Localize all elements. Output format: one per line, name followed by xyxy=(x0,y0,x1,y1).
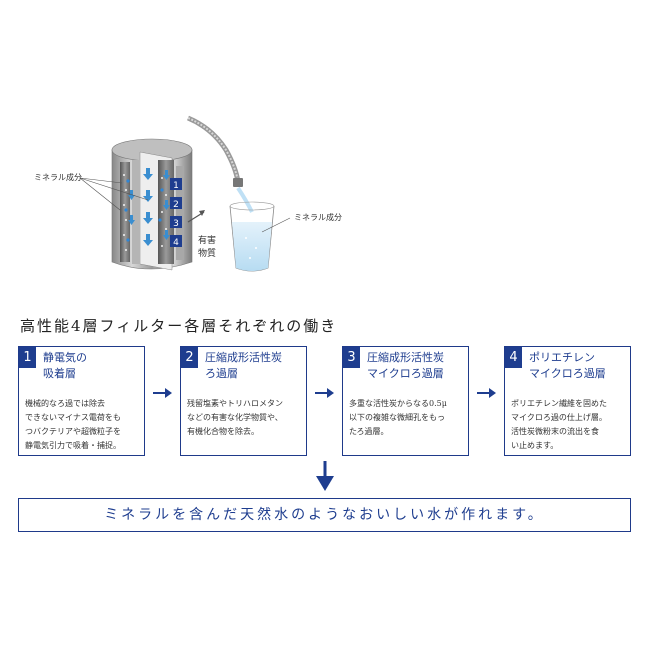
section-title: 高性能4層フィルター各層それぞれの働き xyxy=(20,317,338,335)
layer-number-markers: 1 2 3 4 xyxy=(170,178,182,248)
mineral-label-left: ミネラル成分 xyxy=(34,172,82,182)
step-heading: ポリエチレンマイクロろ過層 xyxy=(529,351,606,380)
layer-number-4: 4 xyxy=(173,238,179,248)
step-card-4: 4 ポリエチレンマイクロろ過層 ポリエチレン繊維を固めたマイクロろ過の仕上げ層。… xyxy=(504,346,631,456)
layer-number-2: 2 xyxy=(173,200,179,210)
step-description: 機械的なろ過では除去できないマイナス電荷をも つバクテリアや超微粒子を静電気引力… xyxy=(25,399,121,450)
mineral-callout-line-right xyxy=(261,217,291,233)
filter-illustration: 1 2 3 4 ミネラル成分 ミネラル成分 有害 物質 xyxy=(34,115,342,272)
mineral-callout-lines xyxy=(79,177,149,211)
step-description: ポリエチレン繊維を固めたマイクロろ過の仕上げ層。 活性炭微粉末の流出を食い止めま… xyxy=(511,399,607,450)
step-heading: 圧縮成形活性炭ろ過層 xyxy=(205,351,282,380)
arrow-right-icon xyxy=(477,388,496,398)
harmful-label-line2: 物質 xyxy=(198,247,216,259)
step-number: 2 xyxy=(181,347,198,368)
water-glass xyxy=(229,201,275,272)
arrow-right-icon xyxy=(153,388,172,398)
step-card-1: 1 静電気の吸着層 機械的なろ過では除去できないマイナス電荷をも つバクテリアや… xyxy=(18,346,145,456)
step-number: 4 xyxy=(505,347,522,368)
step-number: 3 xyxy=(343,347,360,368)
step-description: 残留塩素やトリハロメタンなどの有害な化学物質や、 有機化合物を除去。 xyxy=(187,399,283,436)
arrow-right-icon xyxy=(315,388,334,398)
layer-number-1: 1 xyxy=(173,181,179,191)
arrow-down-icon xyxy=(316,461,334,491)
result-banner: ミネラルを含んだ天然水のようなおいしい水が作れます。 xyxy=(18,498,631,532)
water-stream xyxy=(236,186,254,213)
hose xyxy=(187,115,243,187)
step-card-2: 2 圧縮成形活性炭ろ過層 残留塩素やトリハロメタンなどの有害な化学物質や、 有機… xyxy=(180,346,307,456)
step-heading: 静電気の吸着層 xyxy=(43,351,87,380)
filter-cartridge: 1 2 3 4 xyxy=(111,138,193,271)
step-number: 1 xyxy=(19,347,36,368)
layer-number-3: 3 xyxy=(173,219,179,229)
harmful-label-line1: 有害 xyxy=(198,234,216,246)
mineral-label-right: ミネラル成分 xyxy=(294,212,342,222)
step-heading: 圧縮成形活性炭マイクロろ過層 xyxy=(367,351,444,380)
